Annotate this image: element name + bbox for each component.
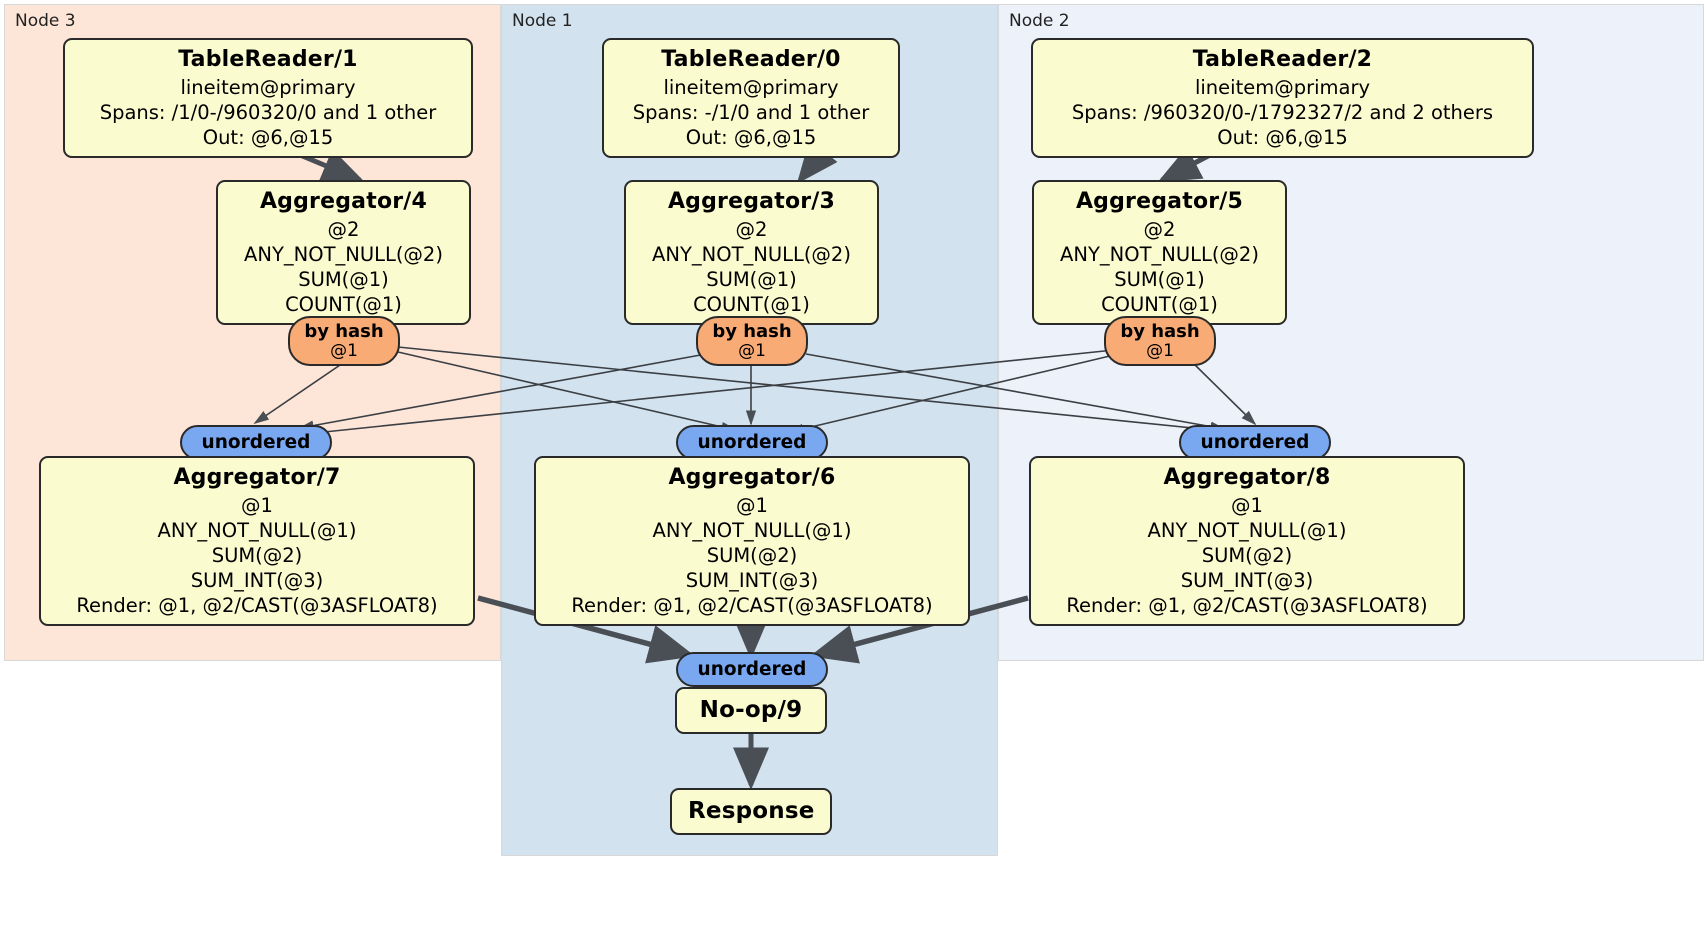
box-line: Render: @1, @2/CAST(@3ASFLOAT8) (76, 594, 438, 617)
router-by-hash-left[interactable]: by hash @1 (288, 316, 400, 366)
router-label: by hash (1120, 321, 1200, 342)
sync-unordered-right[interactable]: unordered (1179, 425, 1331, 460)
box-line: Spans: /960320/0-/1792327/2 and 2 others (1071, 101, 1494, 124)
box-line: COUNT(@1) (285, 293, 402, 316)
box-aggregator-5[interactable]: Aggregator/5 @2 ANY_NOT_NULL(@2) SUM(@1)… (1032, 180, 1287, 325)
box-line: COUNT(@1) (693, 293, 810, 316)
box-title: Aggregator/5 (1075, 189, 1244, 214)
box-table-reader-0[interactable]: TableReader/0 lineitem@primary Spans: -/… (602, 38, 900, 158)
box-table-reader-2[interactable]: TableReader/2 lineitem@primary Spans: /9… (1031, 38, 1534, 158)
box-aggregator-6[interactable]: Aggregator/6 @1 ANY_NOT_NULL(@1) SUM(@2)… (534, 456, 970, 626)
box-response[interactable]: Response (670, 788, 832, 835)
box-line: lineitem@primary (1194, 76, 1371, 99)
box-title: Aggregator/6 (668, 465, 836, 490)
box-line: ANY_NOT_NULL(@1) (652, 519, 852, 542)
box-line: ANY_NOT_NULL(@2) (652, 243, 851, 266)
box-line: @2 (327, 218, 360, 241)
box-aggregator-3[interactable]: Aggregator/3 @2 ANY_NOT_NULL(@2) SUM(@1)… (624, 180, 879, 325)
sync-unordered-left[interactable]: unordered (180, 425, 332, 460)
box-line: Out: @6,@15 (685, 126, 817, 149)
sync-label: unordered (697, 658, 807, 680)
box-title: TableReader/1 (178, 47, 358, 72)
box-aggregator-8[interactable]: Aggregator/8 @1 ANY_NOT_NULL(@1) SUM(@2)… (1029, 456, 1465, 626)
sync-unordered-center[interactable]: unordered (676, 425, 828, 460)
box-line: @1 (1231, 494, 1263, 517)
sync-label: unordered (201, 431, 311, 453)
box-line: @2 (1143, 218, 1176, 241)
box-aggregator-4[interactable]: Aggregator/4 @2 ANY_NOT_NULL(@2) SUM(@1)… (216, 180, 471, 325)
router-label: by hash (304, 321, 384, 342)
box-line: SUM_INT(@3) (190, 569, 324, 592)
box-line: Out: @6,@15 (1217, 126, 1348, 149)
panel-node3-label: Node 3 (15, 11, 76, 31)
sync-label: unordered (697, 431, 807, 453)
box-line: Spans: /1/0-/960320/0 and 1 other (99, 101, 437, 124)
panel-node1-label: Node 1 (512, 11, 573, 31)
router-by-hash-center[interactable]: by hash @1 (696, 316, 808, 366)
sync-label: unordered (1200, 431, 1310, 453)
box-line: lineitem@primary (180, 76, 356, 99)
box-line: ANY_NOT_NULL(@2) (1060, 243, 1259, 266)
box-line: SUM_INT(@3) (685, 569, 819, 592)
box-title: Aggregator/4 (259, 189, 428, 214)
box-title: Response (688, 798, 815, 824)
box-line: ANY_NOT_NULL(@1) (1147, 519, 1347, 542)
box-line: SUM(@2) (706, 544, 798, 567)
box-line: lineitem@primary (663, 76, 839, 99)
box-line: Render: @1, @2/CAST(@3ASFLOAT8) (571, 594, 933, 617)
box-table-reader-1[interactable]: TableReader/1 lineitem@primary Spans: /1… (63, 38, 473, 158)
box-line: SUM(@2) (211, 544, 303, 567)
panel-node2-label: Node 2 (1009, 11, 1070, 31)
router-label: by hash (712, 321, 792, 342)
box-no-op-9[interactable]: No-op/9 (675, 687, 827, 734)
box-title: Aggregator/8 (1163, 465, 1331, 490)
router-sublabel: @1 (330, 341, 358, 361)
box-line: SUM(@2) (1201, 544, 1293, 567)
box-title: TableReader/2 (1192, 47, 1373, 72)
box-title: TableReader/0 (661, 47, 841, 72)
box-line: @1 (241, 494, 273, 517)
box-line: SUM(@1) (1114, 268, 1205, 291)
box-line: ANY_NOT_NULL(@2) (244, 243, 443, 266)
box-line: Render: @1, @2/CAST(@3ASFLOAT8) (1066, 594, 1428, 617)
box-line: SUM(@1) (706, 268, 797, 291)
box-title: No-op/9 (699, 697, 803, 723)
box-line: Spans: -/1/0 and 1 other (632, 101, 870, 124)
box-title: Aggregator/3 (667, 189, 836, 214)
box-line: @1 (736, 494, 768, 517)
box-line: Out: @6,@15 (202, 126, 334, 149)
box-title: Aggregator/7 (173, 465, 341, 490)
box-line: @2 (735, 218, 768, 241)
box-line: SUM_INT(@3) (1180, 569, 1314, 592)
box-line: ANY_NOT_NULL(@1) (157, 519, 357, 542)
box-aggregator-7[interactable]: Aggregator/7 @1 ANY_NOT_NULL(@1) SUM(@2)… (39, 456, 475, 626)
box-line: SUM(@1) (298, 268, 389, 291)
router-sublabel: @1 (738, 341, 766, 361)
router-by-hash-right[interactable]: by hash @1 (1104, 316, 1216, 366)
router-sublabel: @1 (1146, 341, 1174, 361)
sync-unordered-final[interactable]: unordered (676, 652, 828, 687)
box-line: COUNT(@1) (1101, 293, 1218, 316)
